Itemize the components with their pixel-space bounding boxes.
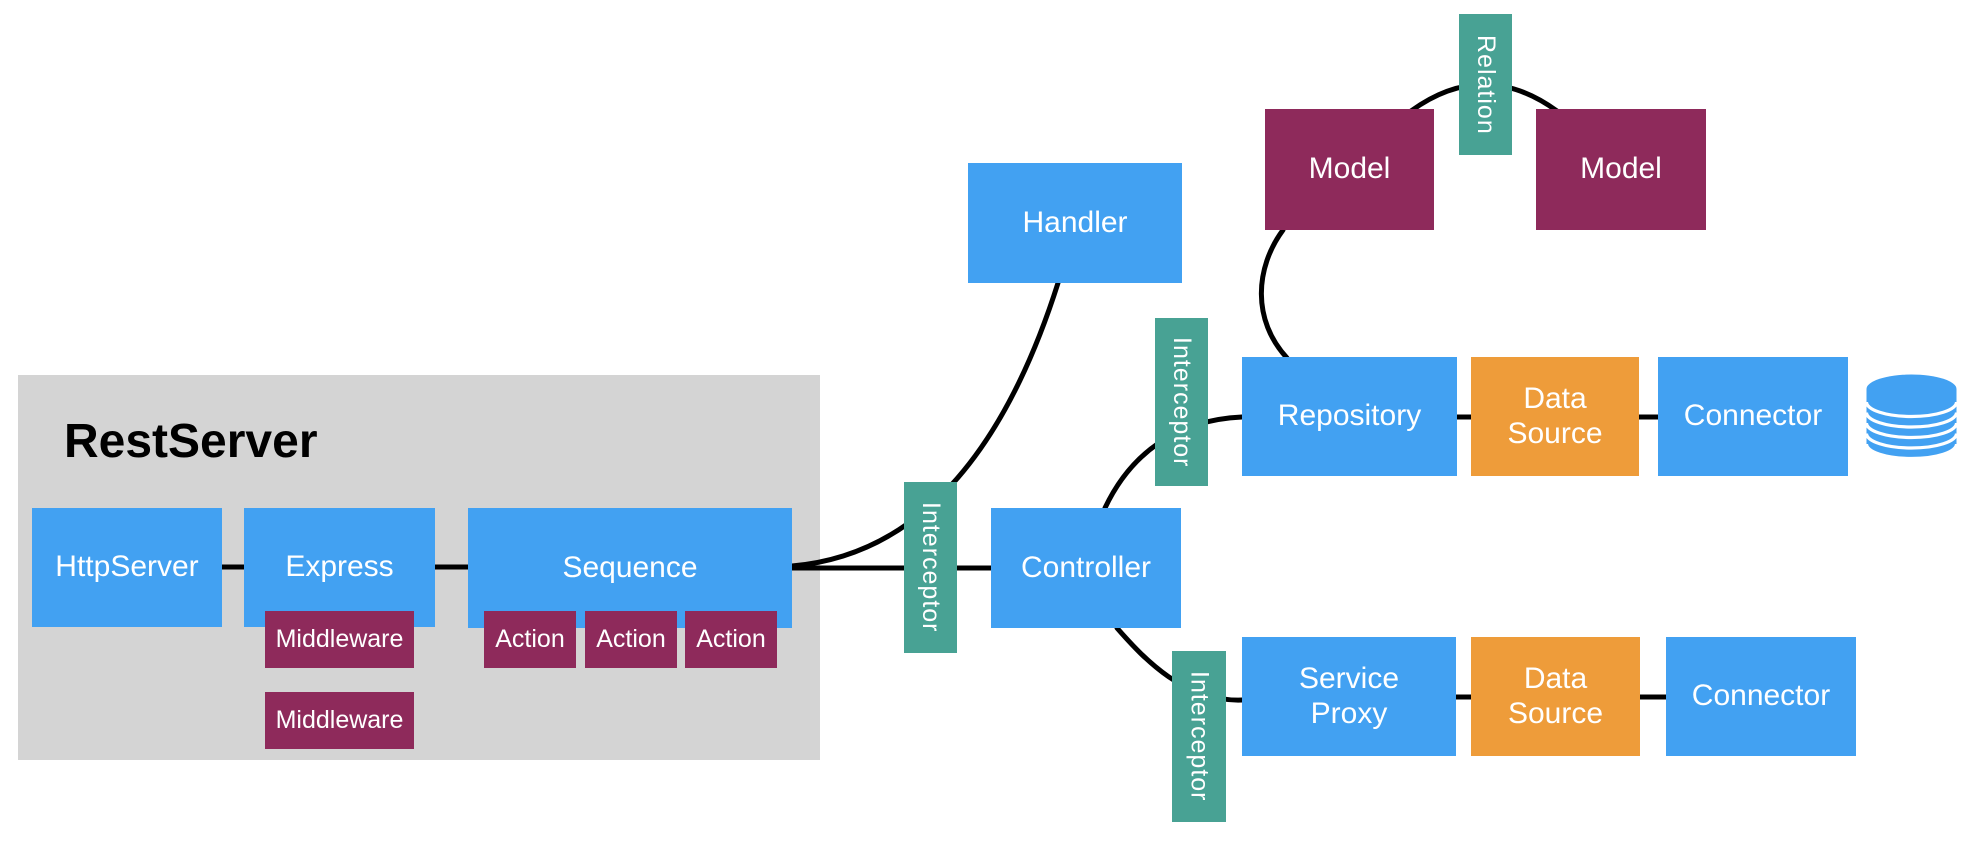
node-controller: Controller bbox=[991, 508, 1181, 628]
node-action-1: Action bbox=[484, 611, 576, 668]
node-connector-2: Connector bbox=[1666, 637, 1856, 756]
node-model-right: Model bbox=[1536, 109, 1706, 230]
node-interceptor-2: Interceptor bbox=[1155, 318, 1208, 486]
node-middleware-2: Middleware bbox=[265, 692, 414, 749]
database-icon bbox=[1864, 374, 1959, 461]
node-service-proxy: Service Proxy bbox=[1242, 637, 1456, 756]
node-sequence: Sequence bbox=[468, 508, 792, 628]
node-middleware-1: Middleware bbox=[265, 611, 414, 668]
node-connector-1: Connector bbox=[1658, 357, 1848, 476]
node-relation: Relation bbox=[1459, 14, 1512, 155]
node-datasource-1: Data Source bbox=[1471, 357, 1639, 476]
node-httpserver: HttpServer bbox=[32, 508, 222, 627]
node-repository: Repository bbox=[1242, 357, 1457, 476]
node-action-3: Action bbox=[685, 611, 777, 668]
node-datasource-2: Data Source bbox=[1471, 637, 1640, 756]
node-interceptor-3: Interceptor bbox=[1172, 651, 1226, 822]
restserver-group-title: RestServer bbox=[64, 415, 318, 468]
node-interceptor-1: Interceptor bbox=[904, 482, 957, 653]
node-action-2: Action bbox=[585, 611, 677, 668]
node-model-left: Model bbox=[1265, 109, 1434, 230]
node-handler: Handler bbox=[968, 163, 1182, 283]
node-express: Express bbox=[244, 508, 435, 627]
edge-model-repository bbox=[1258, 227, 1290, 361]
